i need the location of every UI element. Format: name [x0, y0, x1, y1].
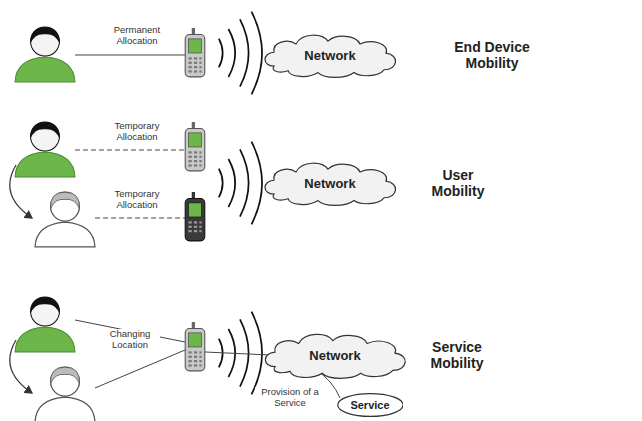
user-figure — [15, 297, 75, 352]
radio-waves — [219, 12, 262, 95]
user-figure — [15, 27, 75, 82]
phone — [185, 28, 205, 77]
user-figure — [35, 192, 95, 247]
line-label: Temporary Allocation — [104, 121, 170, 143]
phone — [185, 122, 205, 171]
user-figure — [15, 122, 75, 177]
node-text: Network — [304, 176, 355, 191]
line-label: Temporary Allocation — [104, 189, 170, 211]
line-label: Provision of a Service — [255, 387, 325, 409]
section-title: End Device Mobility — [435, 39, 549, 71]
service-ellipse: Service — [337, 393, 404, 417]
node-text: Network — [304, 48, 355, 63]
location-line — [95, 350, 185, 388]
section-title: User Mobility — [416, 167, 500, 199]
network-cloud: Network — [260, 159, 400, 207]
line-label: Changing Location — [100, 329, 160, 351]
phone — [185, 192, 205, 241]
radio-waves — [219, 142, 262, 225]
row-user — [10, 122, 262, 247]
move-arrow — [10, 340, 32, 393]
row-end-device — [15, 12, 262, 95]
allocation-line — [75, 55, 185, 56]
network-cloud: Network — [260, 31, 400, 79]
allocation-line — [75, 150, 185, 151]
user-figure — [35, 367, 95, 421]
phone — [185, 322, 205, 371]
allocation-line — [95, 218, 185, 219]
line-label: Permanent Allocation — [104, 25, 170, 47]
section-title: Service Mobility — [415, 339, 499, 371]
network-cloud: Network — [260, 330, 410, 380]
node-text: Network — [309, 348, 360, 363]
move-arrow — [10, 165, 32, 218]
node-text: Service — [350, 399, 389, 411]
